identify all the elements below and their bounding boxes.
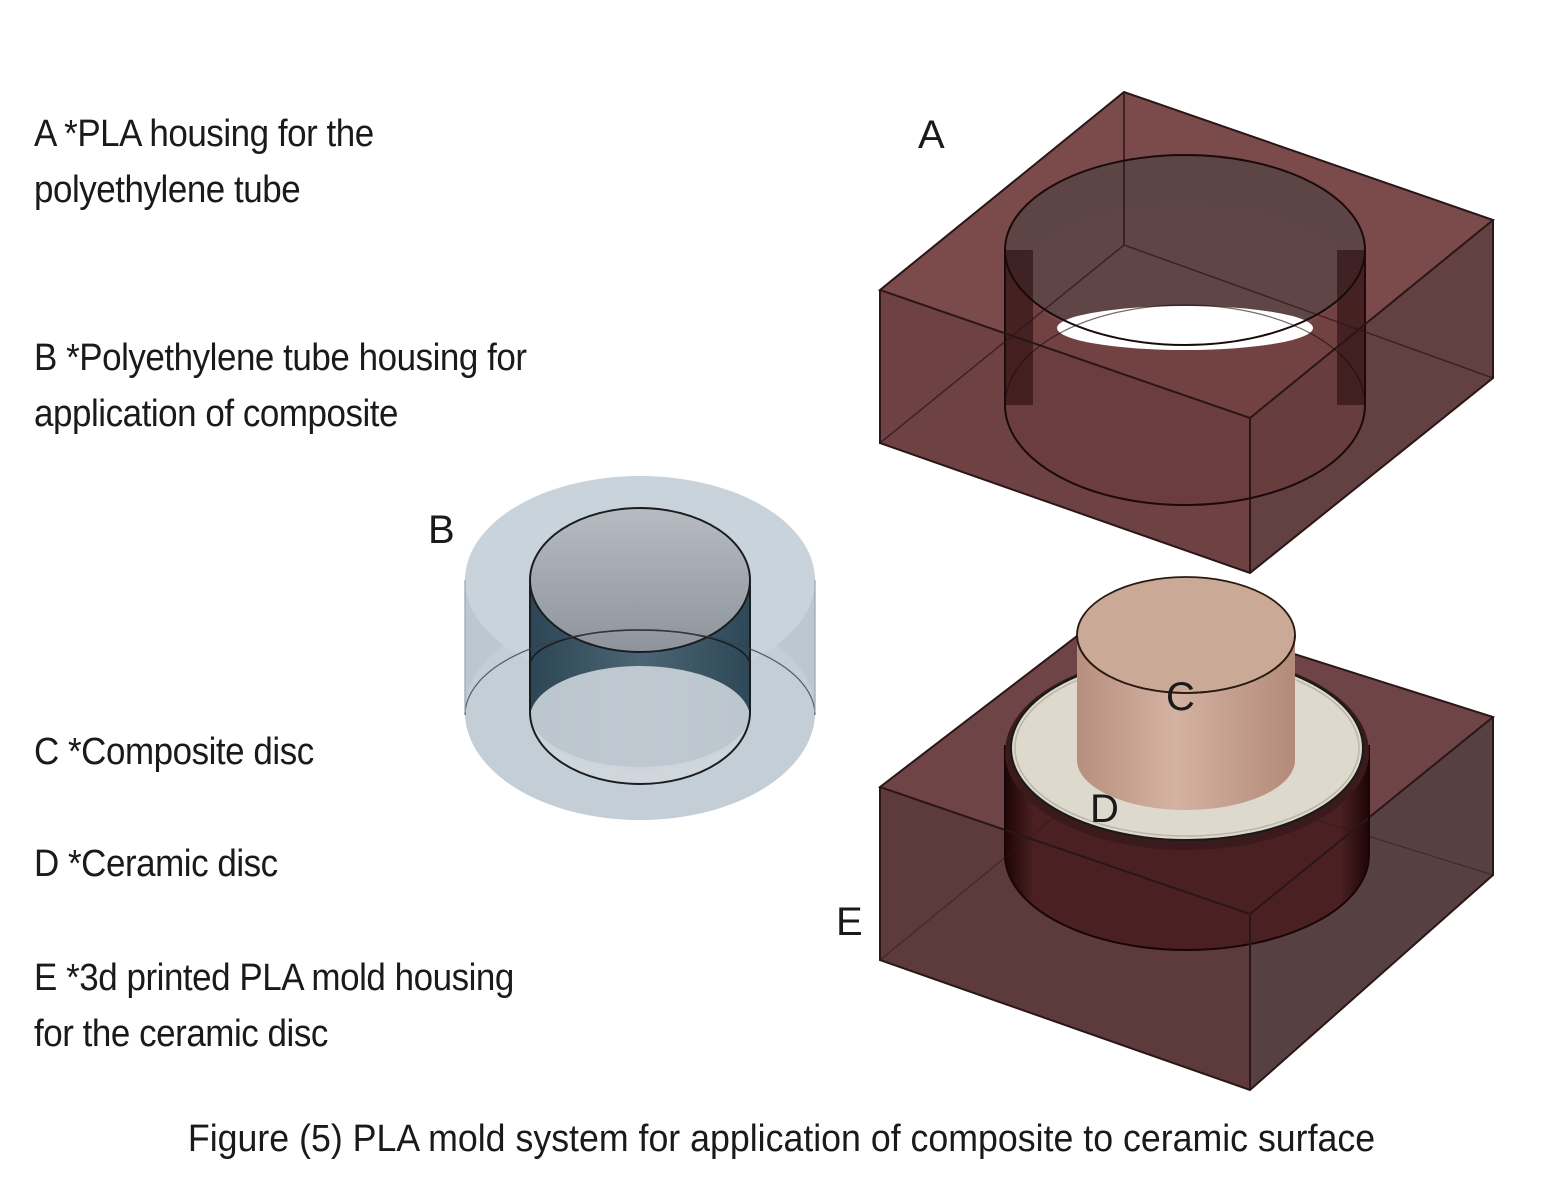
pla-housing-block-icon — [877, 90, 1496, 575]
label-c: C — [1166, 675, 1195, 719]
polyethylene-tube-icon — [464, 476, 816, 820]
legend-e-line2: for the ceramic disc — [34, 1013, 328, 1055]
legend-e-line1: E *3d printed PLA mold housing — [34, 957, 514, 999]
legend-a-line2: polyethylene tube — [34, 169, 301, 211]
label-e: E — [836, 900, 863, 944]
legend-item-e: E *3d printed PLA mold housing for the c… — [34, 950, 514, 1062]
legend-b-line2: application of composite — [34, 393, 399, 435]
legend-item-d: D *Ceramic disc — [34, 836, 278, 892]
legend-item-c: C *Composite disc — [34, 724, 314, 780]
legend-b-line1: B *Polyethylene tube housing for — [34, 337, 527, 379]
legend-a-line1: A *PLA housing for the — [34, 113, 374, 155]
legend-c-line1: C *Composite disc — [34, 731, 314, 773]
legend-item-b: B *Polyethylene tube housing for applica… — [34, 330, 527, 442]
label-a: A — [918, 113, 945, 157]
legend-d-line1: D *Ceramic disc — [34, 843, 278, 885]
label-b: B — [428, 508, 455, 552]
label-d: D — [1090, 787, 1119, 831]
figure-caption: Figure (5) PLA mold system for applicati… — [187, 1118, 1376, 1160]
composite-disc-icon — [1076, 576, 1296, 810]
legend-item-a: A *PLA housing for the polyethylene tube — [34, 106, 374, 218]
